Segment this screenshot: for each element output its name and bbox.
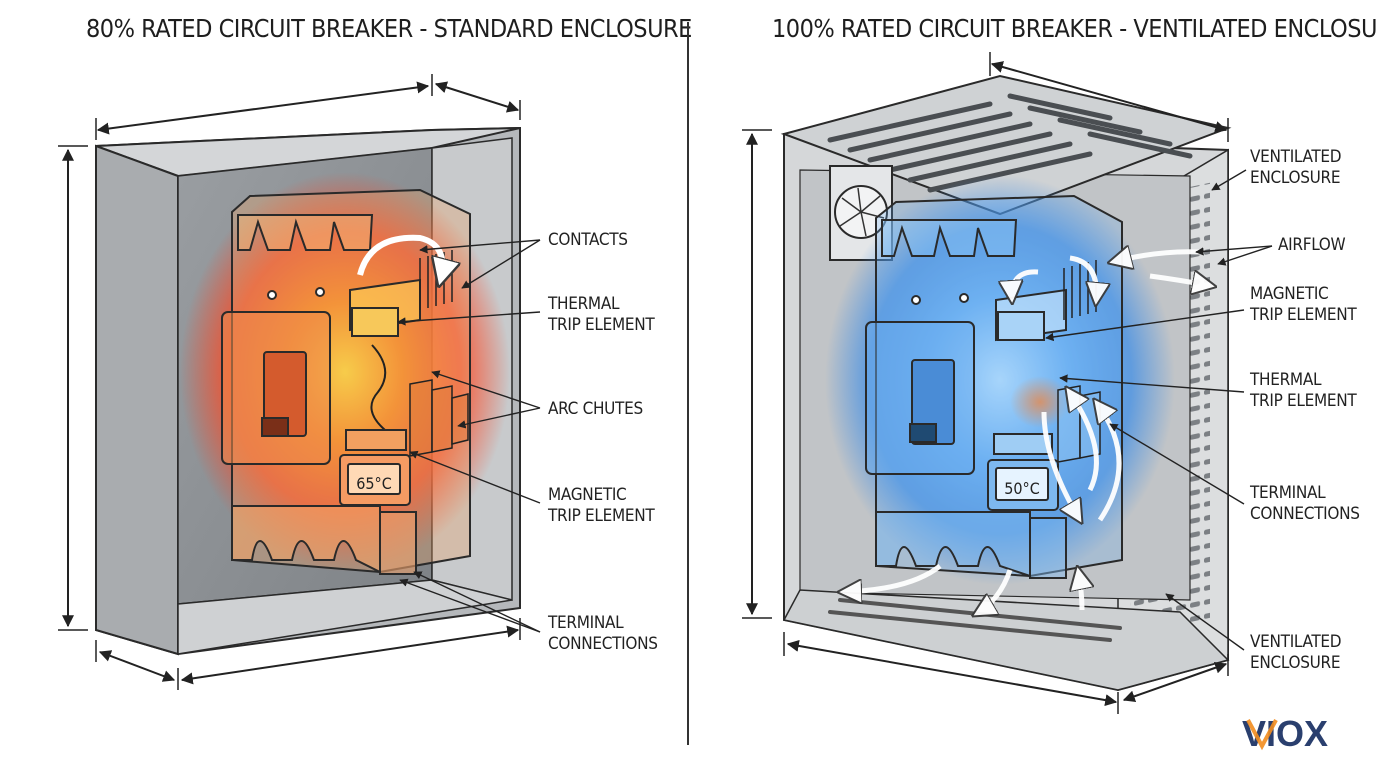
callout-terminal-r-line2: CONNECTIONS — [1250, 504, 1360, 524]
callout-magnetic-line1: MAGNETIC — [548, 485, 626, 505]
left-callouts: CONTACTS THERMAL TRIP ELEMENT ARC CHUTES… — [397, 230, 658, 654]
callout-magnetic-r-line1: MAGNETIC — [1250, 284, 1328, 304]
callout-airflow: AIRFLOW — [1278, 235, 1346, 255]
airflow-arrows — [842, 252, 1212, 614]
callout-thermal-r-line2: TRIP ELEMENT — [1249, 391, 1357, 411]
callout-contacts: CONTACTS — [548, 230, 628, 250]
right-callouts: VENTILATED ENCLOSURE AIRFLOW MAGNETIC TR… — [1045, 147, 1360, 673]
callout-thermal-r-line1: THERMAL — [1249, 370, 1322, 390]
left-temp-readout: 65°C — [356, 474, 392, 493]
residual-warm-spot — [1010, 376, 1070, 428]
callout-thermal-line2: TRIP ELEMENT — [547, 315, 655, 335]
left-title: 80% RATED CIRCUIT BREAKER - STANDARD ENC… — [86, 14, 692, 43]
right-dimensions — [742, 52, 1229, 714]
left-dimensions — [58, 74, 521, 690]
logo-rest: IOX — [1266, 713, 1328, 754]
logo-v-accent — [1246, 719, 1278, 751]
callout-magnetic-r-line2: TRIP ELEMENT — [1249, 305, 1357, 325]
callout-terminal-line2: CONNECTIONS — [548, 634, 658, 654]
callout-terminal-r-line1: TERMINAL — [1249, 483, 1326, 503]
callout-vent-top-line1: VENTILATED — [1250, 147, 1341, 167]
callout-magnetic-line2: TRIP ELEMENT — [547, 506, 655, 526]
callout-vent-bottom-line2: ENCLOSURE — [1250, 653, 1340, 673]
left-breaker — [221, 188, 471, 575]
callout-vent-top-line2: ENCLOSURE — [1250, 168, 1340, 188]
viox-logo: VIOX — [1242, 713, 1328, 754]
callout-thermal-line1: THERMAL — [547, 294, 620, 314]
callout-terminal-line1: TERMINAL — [547, 613, 624, 633]
callout-vent-bottom-line1: VENTILATED — [1250, 632, 1341, 652]
right-breaker — [865, 194, 1123, 579]
right-title: 100% RATED CIRCUIT BREAKER - VENTILATED … — [772, 14, 1376, 43]
callout-arc-chutes: ARC CHUTES — [548, 399, 643, 419]
right-temp-readout: 50°C — [1004, 479, 1040, 498]
